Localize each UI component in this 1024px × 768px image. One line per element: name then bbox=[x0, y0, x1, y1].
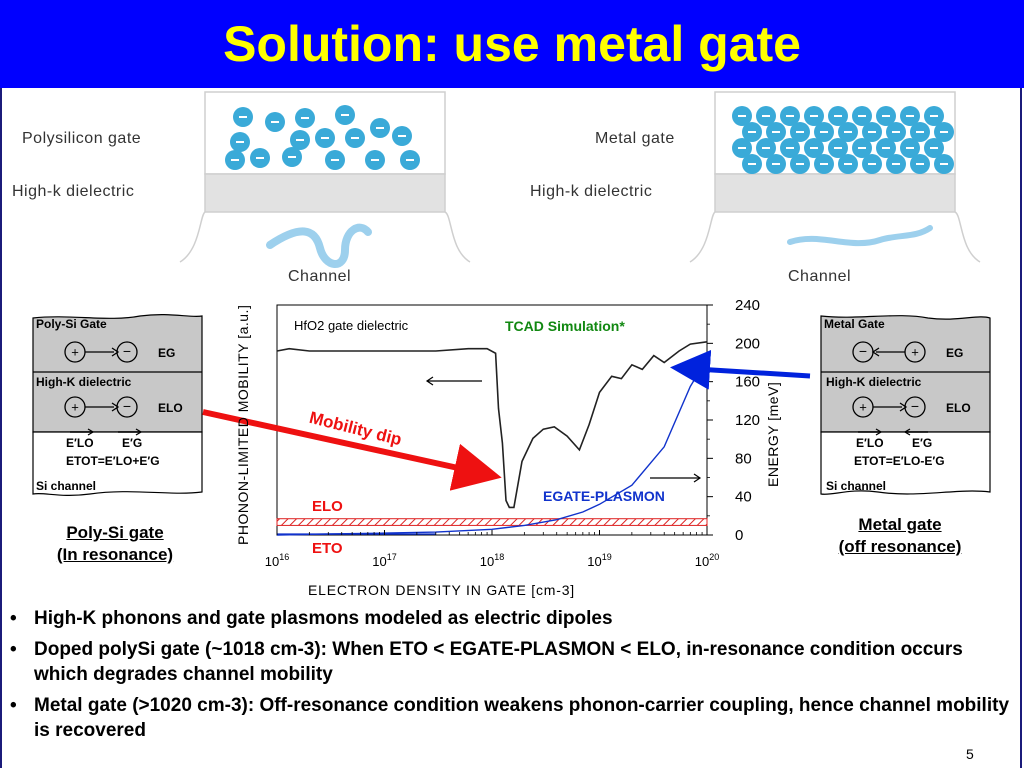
bullet-1: •High-K phonons and gate plasmons modele… bbox=[10, 608, 613, 629]
elo-chart-label: ELO bbox=[312, 498, 343, 515]
poly-si-caption-line1: Poly-Si gate bbox=[66, 523, 164, 542]
elo-band bbox=[276, 518, 708, 526]
poly-si-caption-line2: (In resonance) bbox=[56, 545, 174, 564]
content-frame bbox=[0, 88, 1022, 768]
page-number: 5 bbox=[966, 746, 974, 762]
left-eg-label: EG bbox=[158, 346, 176, 360]
metal-gate-structure bbox=[689, 91, 981, 263]
right-elo-prime-label: E′LO bbox=[856, 436, 884, 450]
metal-caption-line1: Metal gate bbox=[858, 515, 942, 534]
poly-si-gate-label: Poly-Si Gate bbox=[36, 317, 107, 331]
right-etot-label: ETOT=E′LO-E′G bbox=[854, 454, 945, 468]
x-tick-label: 1019 bbox=[587, 552, 611, 569]
left-elo-prime-label: E′LO bbox=[66, 436, 94, 450]
y-right-tick-label: 120 bbox=[735, 412, 760, 429]
y-right-tick-label: 80 bbox=[735, 450, 752, 467]
bullet-2-text: Doped polySi gate (~1018 cm-3): When ETO… bbox=[34, 639, 963, 685]
off-resonance-arrow bbox=[670, 349, 811, 390]
y-right-tick-label: 0 bbox=[735, 527, 743, 544]
x-tick-label: 1017 bbox=[372, 552, 396, 569]
bullet-list: •High-K phonons and gate plasmons modele… bbox=[10, 606, 1010, 749]
svg-text:+: + bbox=[911, 345, 919, 360]
y-right-tick-label: 240 bbox=[735, 297, 760, 314]
left-etot-label: ETOT=E′LO+E′G bbox=[66, 454, 160, 468]
svg-text:+: + bbox=[71, 400, 79, 415]
y-right-tick-label: 200 bbox=[735, 335, 760, 352]
right-eg-label: EG bbox=[946, 346, 964, 360]
x-axis-label: ELECTRON DENSITY IN GATE [cm-3] bbox=[308, 582, 575, 598]
hfo2-label: HfO2 gate dielectric bbox=[294, 318, 409, 333]
metal-caption-line2: (off resonance) bbox=[838, 537, 962, 556]
channel-flat-wave bbox=[787, 225, 933, 247]
svg-text:+: + bbox=[859, 400, 867, 415]
left-dielectric-label: High-k dielectric bbox=[12, 183, 135, 200]
bullet-1-text: High-K phonons and gate plasmons modeled… bbox=[34, 608, 613, 629]
x-tick-label: 1018 bbox=[480, 552, 504, 569]
left-elo-label: ELO bbox=[158, 401, 183, 415]
left-channel-label: Channel bbox=[288, 268, 352, 285]
left-eg-prime-label: E′G bbox=[122, 436, 143, 450]
right-dielectric-box-label: High-K dielectric bbox=[826, 375, 922, 389]
svg-text:−: − bbox=[911, 398, 919, 414]
right-elo-label: ELO bbox=[946, 401, 971, 415]
svg-text:−: − bbox=[123, 398, 131, 414]
right-dielectric-label: High-k dielectric bbox=[530, 183, 653, 200]
left-dielectric-box-label: High-K dielectric bbox=[36, 375, 132, 389]
poly-si-dipole-box: + − + − bbox=[32, 313, 203, 497]
plot-frame bbox=[276, 304, 708, 536]
y-axis-left-label: PHONON-LIMITED MOBILITY [a.u.] bbox=[235, 304, 251, 545]
x-tick-label: 1016 bbox=[265, 552, 289, 569]
y-right-tick-label: 160 bbox=[735, 374, 760, 391]
polysilicon-gate-label: Polysilicon gate bbox=[22, 130, 142, 147]
right-si-channel-label: Si channel bbox=[826, 479, 887, 493]
poly-si-caption: Poly-Si gate (In resonance) bbox=[0, 522, 230, 566]
title-bar bbox=[0, 0, 1024, 88]
metal-gate-box-label: Metal Gate bbox=[824, 317, 885, 331]
right-channel-label: Channel bbox=[788, 268, 852, 285]
gate-diagrams bbox=[179, 91, 981, 268]
y-axis-right-label: ENERGY [meV] bbox=[765, 381, 781, 487]
eto-chart-label: ETO bbox=[312, 540, 343, 557]
svg-text:−: − bbox=[123, 343, 131, 359]
y-right-tick-label: 40 bbox=[735, 489, 752, 506]
svg-text:−: − bbox=[859, 343, 867, 359]
metal-gate-dipole-box: − + + − bbox=[820, 315, 991, 495]
mobility-dip-arrow bbox=[202, 409, 502, 491]
x-tick-label: 1020 bbox=[695, 552, 719, 569]
bullet-3-text: Metal gate (>1020 cm-3): Off-resonance c… bbox=[34, 695, 1010, 741]
channel-wave bbox=[266, 223, 372, 268]
right-eg-prime-label: E′G bbox=[912, 436, 933, 450]
slide-title: Solution: use metal gate bbox=[223, 16, 801, 72]
eplasmon-chart-label: EGATE-PLASMON bbox=[543, 488, 665, 504]
axis-direction-arrows bbox=[425, 376, 702, 483]
electrons-dense bbox=[732, 106, 954, 174]
tcad-label: TCAD Simulation* bbox=[505, 318, 625, 334]
metal-gate-label: Metal gate bbox=[595, 130, 675, 147]
svg-text:+: + bbox=[71, 345, 79, 360]
mobility-line bbox=[276, 341, 708, 509]
bullet-2: •Doped polySi gate (~1018 cm-3): When ET… bbox=[10, 637, 1010, 687]
bullet-3: •Metal gate (>1020 cm-3): Off-resonance … bbox=[10, 695, 1010, 741]
electrons-sparse bbox=[225, 105, 420, 170]
polysilicon-gate-structure bbox=[179, 91, 471, 268]
metal-gate-caption: Metal gate (off resonance) bbox=[790, 514, 1010, 558]
left-si-channel-label: Si channel bbox=[36, 479, 97, 493]
